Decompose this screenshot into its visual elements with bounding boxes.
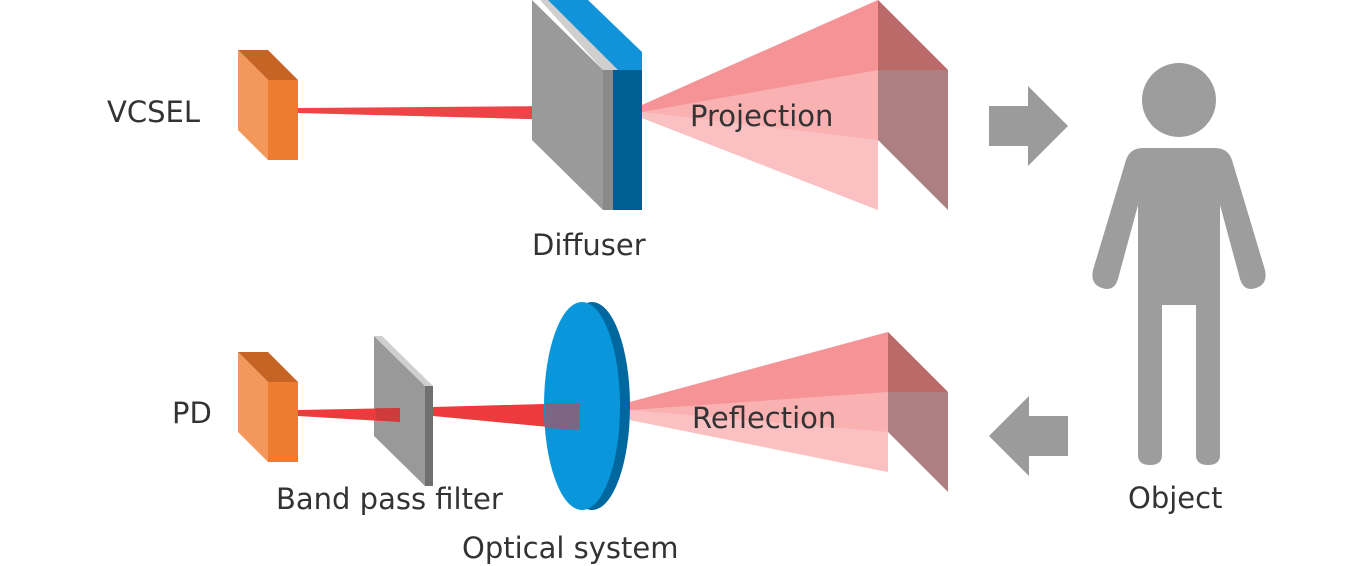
arrow-left-icon xyxy=(989,396,1068,476)
projection-cone xyxy=(642,0,948,210)
person-icon xyxy=(1092,63,1266,465)
label-optical-system: Optical system xyxy=(462,531,679,565)
diffuser-plate xyxy=(532,0,642,210)
pd-block xyxy=(238,352,298,462)
arrow-right-icon xyxy=(989,86,1068,166)
emitted-beam xyxy=(298,106,565,120)
vcsel-block xyxy=(238,50,298,160)
label-projection: Projection xyxy=(690,99,833,133)
label-band-pass-filter: Band pass filter xyxy=(276,482,503,516)
label-reflection: Reflection xyxy=(692,401,836,435)
label-diffuser: Diffuser xyxy=(532,228,646,262)
label-vcsel: VCSEL xyxy=(107,95,200,129)
focused-beam xyxy=(433,403,580,430)
label-pd: PD xyxy=(172,396,212,430)
reflection-cone xyxy=(630,332,948,492)
filtered-beam xyxy=(298,408,400,422)
optical-system-lens xyxy=(544,302,630,510)
label-object: Object xyxy=(1128,481,1222,515)
